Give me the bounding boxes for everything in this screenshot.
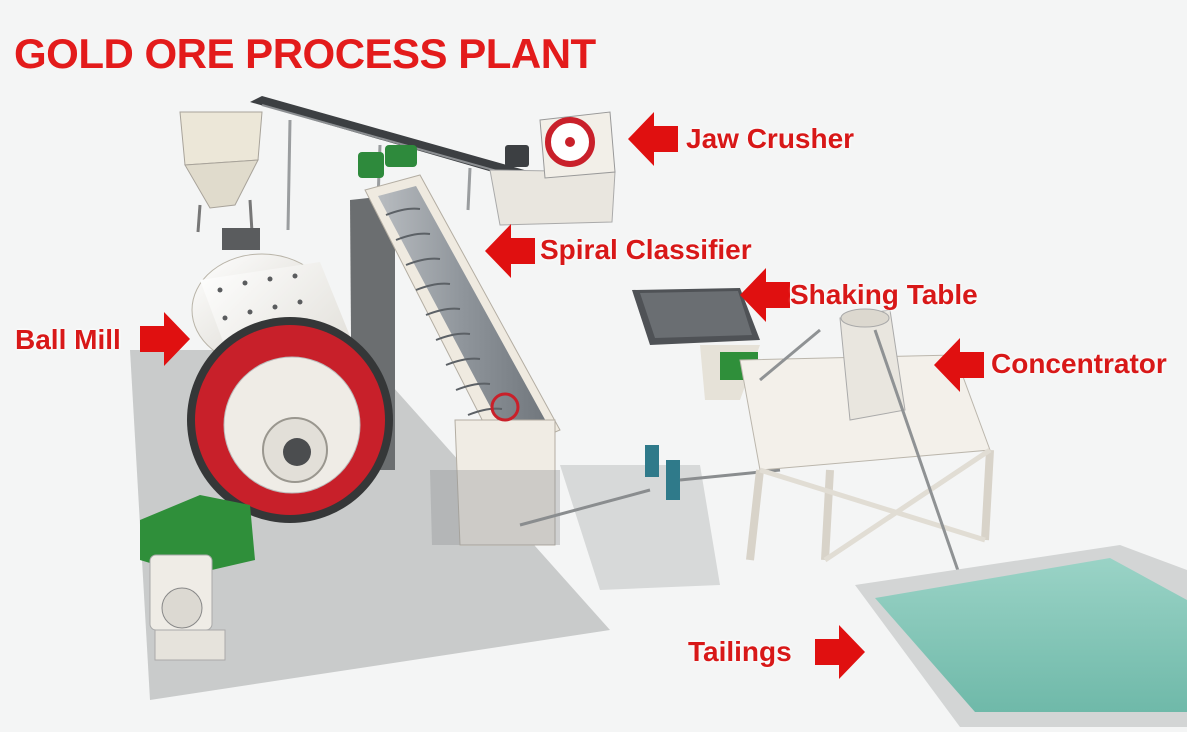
ball-mill-label: Ball Mill: [15, 324, 121, 355]
jaw-crusher-arrow-icon: [628, 112, 678, 166]
sump-platform: [560, 465, 720, 590]
tailings-arrow-icon: [815, 625, 865, 679]
spiral-classifier-arrow-icon: [485, 224, 535, 278]
concentrator-arrow-icon: [934, 338, 984, 392]
ball-mill-machine: [187, 253, 393, 523]
page-title: GOLD ORE PROCESS PLANT: [14, 30, 596, 77]
jaw-crusher-label: Jaw Crusher: [686, 123, 855, 154]
spiral-classifier-machine: [350, 174, 561, 546]
ball-mill-arrow-icon: [140, 312, 190, 366]
concentrator-label: Concentrator: [991, 348, 1167, 379]
shaking-table-label: Shaking Table: [790, 279, 978, 310]
tailings-pond: [855, 545, 1187, 727]
jaw-crusher-machine: [489, 111, 616, 226]
shaking-table-arrow-icon: [740, 268, 790, 322]
spiral-classifier-label: Spiral Classifier: [540, 234, 752, 265]
ball-mill-drive: [140, 495, 255, 661]
concentrator-machine: [739, 308, 994, 621]
slurry-pumps: [519, 445, 781, 527]
feed-hopper: [179, 111, 263, 250]
tailings-label: Tailings: [688, 636, 792, 667]
